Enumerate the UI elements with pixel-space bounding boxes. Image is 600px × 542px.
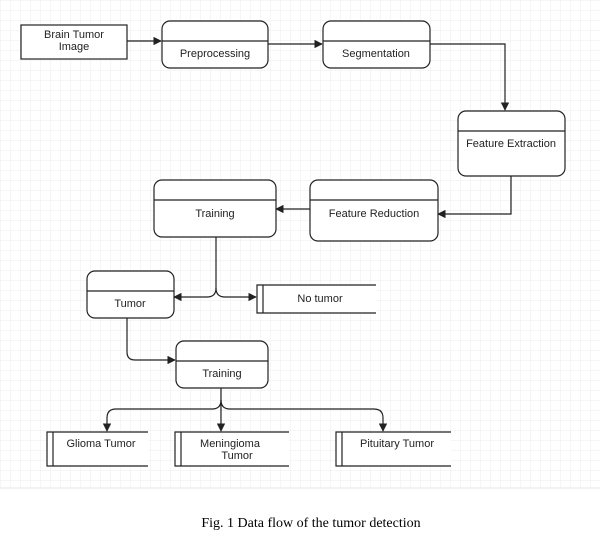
edge-training-to-no-tumor [215,287,257,302]
node-meningioma-tumor: Meningioma Tumor [174,431,289,467]
node-pituitary-tumor: Pituitary Tumor [335,431,451,467]
node-glioma-tumor: Glioma Tumor [46,431,148,467]
node-brain-tumor-image-label-2: Image [59,41,90,53]
grid-background [0,0,600,488]
node-training-1-label: Training [195,208,234,220]
node-no-tumor-label: No tumor [297,293,343,305]
node-segmentation-label: Segmentation [342,48,410,60]
node-meningioma-tumor-label-2: Tumor [221,450,253,462]
node-tumor-label: Tumor [114,298,146,310]
node-segmentation: Segmentation [322,20,431,69]
node-pituitary-tumor-label: Pituitary Tumor [360,438,434,450]
node-training-2: Training [175,340,269,389]
node-feature-reduction-label: Feature Reduction [329,208,420,220]
node-feature-reduction: Feature Reduction [309,179,439,242]
edge-training-to-pituitary [220,399,388,432]
node-training-2-label: Training [202,368,241,380]
node-feature-extraction: Feature Extraction [457,110,566,177]
edge-feature-extraction-to-feature-reduction [437,176,512,219]
node-tumor: Tumor [86,270,175,319]
node-brain-tumor-image-label-1: Brain Tumor [44,29,104,41]
node-glioma-tumor-label: Glioma Tumor [66,438,135,450]
node-meningioma-tumor-label-1: Meningioma [200,438,261,450]
node-preprocessing: Preprocessing [161,20,269,69]
node-feature-extraction-label: Feature Extraction [466,138,556,150]
edge-segmentation-to-feature-extraction [430,43,510,111]
node-brain-tumor-image: Brain Tumor Image [20,24,128,60]
edge-tumor-to-training [126,318,176,365]
node-training-1: Training [153,179,277,238]
figure-caption: Fig. 1 Data flow of the tumor detection [201,516,420,531]
node-no-tumor: No tumor [256,284,376,314]
node-preprocessing-label: Preprocessing [180,48,250,60]
